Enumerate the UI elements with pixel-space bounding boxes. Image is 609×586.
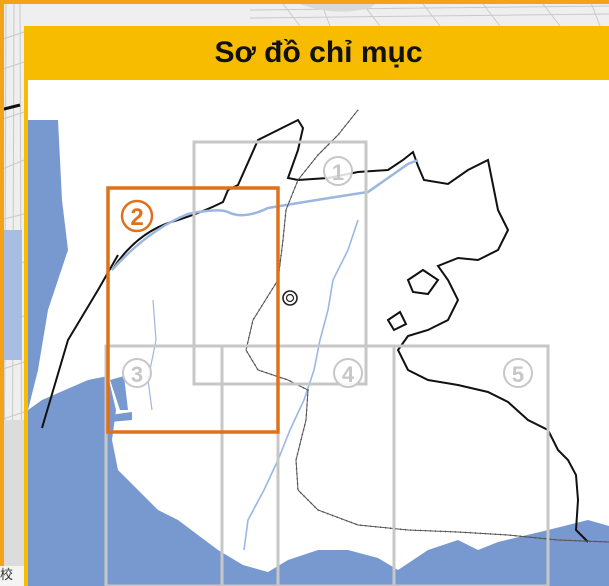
tile-grid — [104, 140, 550, 586]
railway-line — [245, 109, 609, 543]
index-panel: Sơ đồ chỉ mục — [24, 26, 609, 586]
tile-label-4-text: 4 — [342, 362, 355, 387]
panel-title: Sơ đồ chỉ mục — [28, 26, 609, 80]
index-map: 1 2 3 4 5 — [28, 109, 609, 586]
tile-label-3-text: 3 — [131, 362, 143, 387]
sea-west — [28, 120, 68, 410]
tile-label-2-text: 2 — [130, 204, 143, 231]
tile-label-5: 5 — [503, 358, 533, 388]
tile-label-2: 2 — [120, 199, 154, 233]
station-circle-icon[interactable] — [282, 290, 298, 306]
tile-label-5-text: 5 — [512, 362, 524, 387]
tile-label-3: 3 — [122, 358, 152, 388]
river-north — [111, 158, 419, 271]
sea-south-west — [28, 376, 609, 586]
tile-2-selected[interactable] — [106, 186, 280, 434]
tile-3b[interactable] — [220, 344, 280, 586]
boundary-line — [111, 118, 589, 543]
edge-map-text: 校 — [0, 566, 24, 586]
tile-label-4: 4 — [333, 358, 363, 388]
tile-label-1: 1 — [323, 156, 353, 186]
tile-5[interactable] — [392, 344, 550, 586]
tile-1[interactable] — [192, 140, 368, 386]
tile-label-1-text: 1 — [332, 160, 344, 185]
